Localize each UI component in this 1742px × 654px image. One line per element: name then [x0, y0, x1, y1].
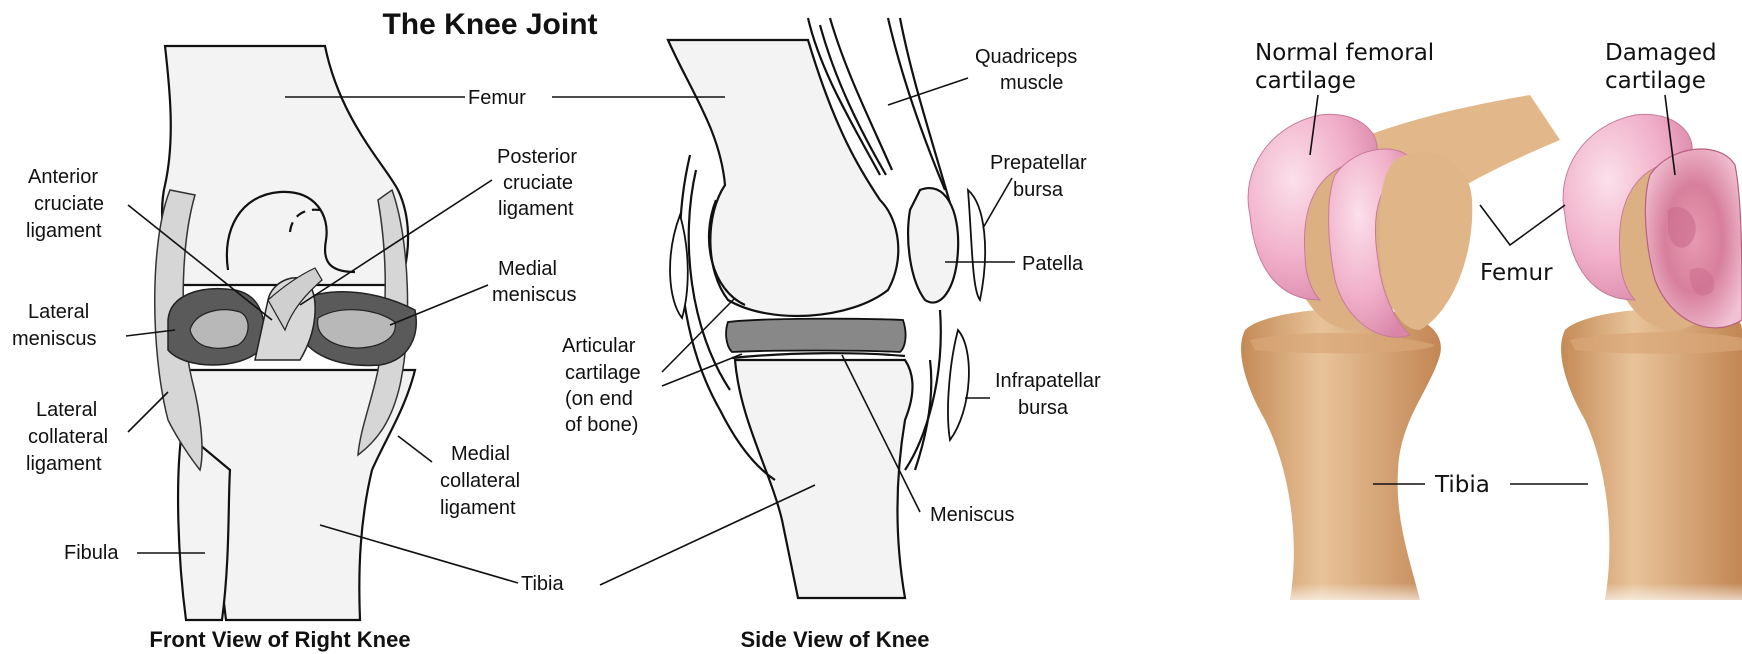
label-lateral-meniscus-1: Lateral	[28, 301, 89, 323]
label-posterior-cruciate-1: Posterior	[497, 146, 577, 168]
side-meniscus-shape	[726, 319, 905, 352]
label-femur-cartilage: Femur	[1480, 260, 1553, 286]
normal-knee	[1230, 95, 1560, 610]
label-medial-collateral-3: ligament	[440, 497, 516, 519]
side-femur-shape	[668, 40, 898, 316]
label-quadriceps-1: Quadriceps	[975, 46, 1077, 68]
label-prepatellar-2: bursa	[1013, 179, 1064, 201]
side-patella-shape	[908, 188, 958, 302]
infrapatellar-bursa-shape	[948, 330, 969, 440]
prepatellar-bursa-shape	[968, 190, 985, 300]
label-medial-collateral-2: collateral	[440, 470, 520, 492]
label-articular-1: Articular	[562, 335, 636, 357]
label-medial-meniscus-2: meniscus	[492, 284, 576, 306]
label-femur-front: Femur	[468, 87, 526, 109]
caption-front-view: Front View of Right Knee	[149, 627, 410, 652]
label-articular-3: (on end	[565, 388, 633, 410]
label-normal-cartilage-2: cartilage	[1255, 68, 1356, 94]
damaged-knee	[1550, 114, 1742, 610]
front-femur-shape	[162, 46, 408, 285]
label-infrapatellar-1: Infrapatellar	[995, 370, 1101, 392]
cartilage-illustration	[1230, 95, 1742, 610]
label-tibia-cartilage: Tibia	[1434, 472, 1490, 498]
label-infrapatellar-2: bursa	[1018, 397, 1069, 419]
label-posterior-cruciate-2: cruciate	[503, 172, 573, 194]
figure-title: The Knee Joint	[382, 8, 597, 41]
label-lateral-collateral-2: collateral	[28, 426, 108, 448]
side-tibia-shape	[735, 360, 913, 598]
label-articular-4: of bone)	[565, 414, 638, 436]
label-posterior-cruciate-3: ligament	[498, 198, 574, 220]
label-meniscus: Meniscus	[930, 504, 1014, 526]
label-medial-collateral-1: Medial	[451, 443, 510, 465]
label-anterior-cruciate-3: ligament	[26, 220, 102, 242]
label-patella: Patella	[1022, 253, 1084, 275]
label-lateral-meniscus-2: meniscus	[12, 328, 96, 350]
label-anterior-cruciate-1: Anterior	[28, 166, 98, 188]
label-normal-cartilage-1: Normal femoral	[1255, 40, 1434, 66]
label-lateral-collateral-3: ligament	[26, 453, 102, 475]
caption-side-view: Side View of Knee	[740, 627, 929, 652]
label-prepatellar-1: Prepatellar	[990, 152, 1087, 174]
label-damaged-cartilage-2: cartilage	[1605, 68, 1706, 94]
label-tibia-front: Tibia	[521, 573, 564, 595]
label-lateral-collateral-1: Lateral	[36, 399, 97, 421]
label-medial-meniscus-1: Medial	[498, 258, 557, 280]
label-anterior-cruciate-2: cruciate	[34, 193, 104, 215]
label-quadriceps-2: muscle	[1000, 72, 1063, 94]
label-damaged-cartilage-1: Damaged	[1605, 40, 1717, 66]
label-fibula: Fibula	[64, 542, 119, 564]
label-articular-2: cartilage	[565, 362, 641, 384]
front-view-drawing	[155, 46, 416, 620]
